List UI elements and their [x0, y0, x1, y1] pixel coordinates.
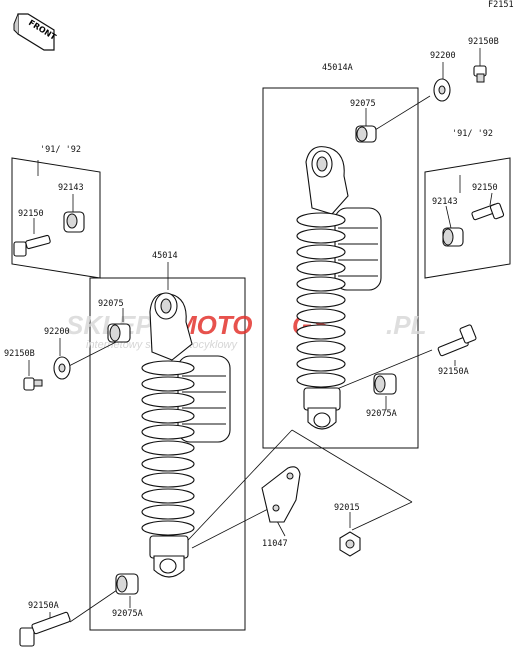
collar-92075-left — [107, 323, 131, 343]
box-note-left — [11, 157, 101, 279]
box-rear-shock-45014A — [262, 87, 419, 449]
label-note-right: '91/ '92 — [452, 129, 493, 139]
bolt-92150B-top — [473, 65, 487, 83]
collar-92075A-right — [373, 373, 397, 395]
label-92075-left: 92075 — [98, 299, 124, 309]
front-direction-badge: FRONT — [13, 13, 58, 51]
label-92150-right: 92150 — [472, 183, 498, 193]
shock-absorber-45014 — [141, 292, 231, 578]
label-92075-top: 92075 — [350, 99, 376, 109]
box-note-right — [424, 157, 511, 279]
label-note-left: '91/ '92 — [40, 145, 81, 155]
collar-92143-right — [442, 227, 464, 247]
label-92150B-left: 92150B — [4, 349, 35, 359]
label-92075A-bottom: 92075A — [112, 609, 143, 619]
shock-absorber-45014A — [296, 146, 382, 430]
label-11047: 11047 — [262, 539, 288, 549]
label-45014: 45014 — [152, 251, 178, 261]
label-92150A-right: 92150A — [438, 367, 469, 377]
collar-92075-top — [355, 125, 377, 143]
washer-92200-top — [433, 78, 451, 102]
collar-92075A-bottom — [115, 573, 139, 595]
bracket-11047 — [261, 466, 301, 523]
nut-92015 — [339, 531, 361, 557]
label-92150-left: 92150 — [18, 209, 44, 219]
bolt-92150A-right — [437, 324, 477, 357]
bolt-92150B-left — [23, 377, 43, 391]
label-92200-top: 92200 — [430, 51, 456, 61]
figure-code: F2151 — [488, 0, 514, 10]
bolt-92150-left — [13, 234, 51, 257]
bolt-92150A-bottom — [19, 611, 71, 647]
label-92075A-right: 92075A — [366, 409, 397, 419]
label-92150B-top: 92150B — [468, 37, 499, 47]
label-92143-right: 92143 — [432, 197, 458, 207]
box-rear-shock-45014 — [89, 277, 246, 631]
label-92015: 92015 — [334, 503, 360, 513]
label-45014A: 45014A — [322, 63, 353, 73]
collar-92143-left — [63, 211, 85, 233]
bolt-92150-right — [471, 202, 505, 221]
label-92150A-bottom: 92150A — [28, 601, 59, 611]
label-92200-left: 92200 — [44, 327, 70, 337]
watermark-brand-tld: .PL — [386, 310, 426, 340]
label-92143-left: 92143 — [58, 183, 84, 193]
washer-92200-left — [53, 356, 71, 380]
